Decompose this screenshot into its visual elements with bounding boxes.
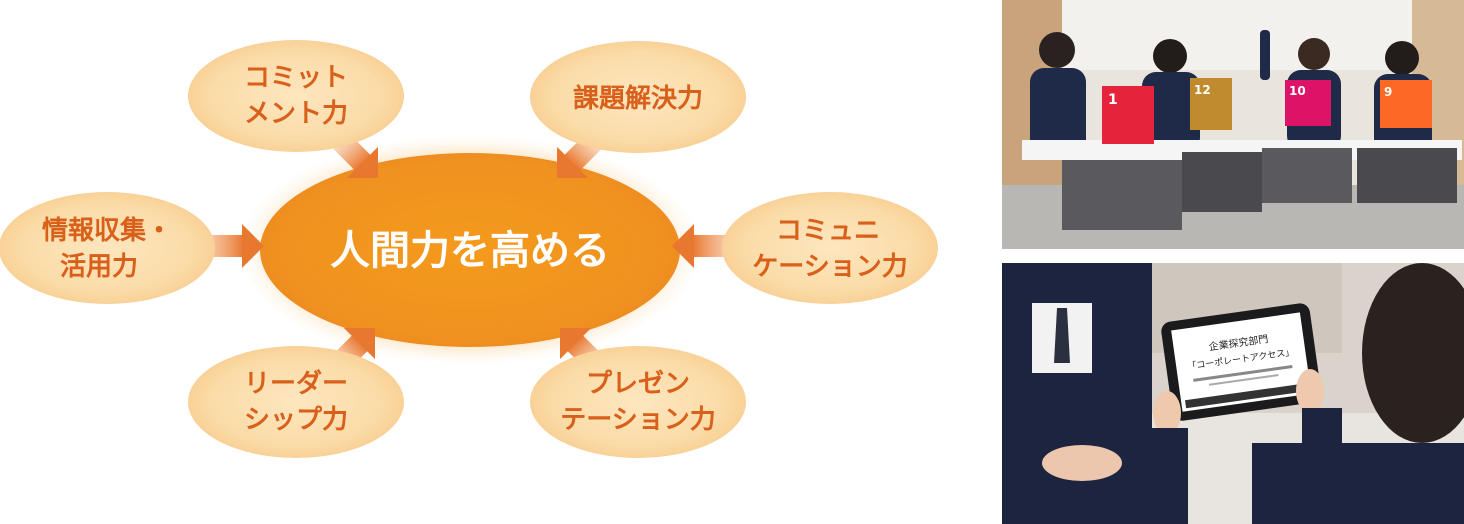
center-label: 人間力を高める: [330, 227, 610, 274]
svg-text:課題解決力: 課題解決力: [573, 83, 703, 114]
bubble-leadership: リーダー シップ力: [188, 346, 404, 458]
bubble-commitment: コミット メント力: [188, 40, 404, 152]
photo-students-sdg: 1 12 10 9: [1002, 0, 1464, 249]
svg-text:コミュニ: コミュニ: [776, 216, 880, 246]
sdg-card-12: 12: [1190, 78, 1232, 130]
svg-text:テーション力: テーション力: [560, 405, 715, 435]
svg-text:プレゼン: プレゼン: [586, 369, 690, 399]
svg-text:9: 9: [1384, 85, 1392, 99]
center-ellipse: [260, 153, 680, 347]
svg-text:シップ力: シップ力: [244, 405, 348, 435]
svg-text:12: 12: [1194, 83, 1211, 97]
sdg-card-10: 10: [1285, 80, 1331, 126]
bubble-information: 情報収集・ 活用力: [0, 192, 215, 304]
svg-text:10: 10: [1289, 84, 1306, 98]
svg-text:活用力: 活用力: [60, 252, 138, 282]
svg-text:情報収集・: 情報収集・: [42, 215, 172, 246]
bubble-problem-solving: 課題解決力: [530, 41, 746, 153]
svg-text:1: 1: [1108, 92, 1118, 108]
photo-student-tablet: 企業探究部門 「コーポレートアクセス」: [1002, 263, 1464, 524]
tablet: 企業探究部門 「コーポレートアクセス」: [1161, 303, 1322, 421]
svg-text:メント力: メント力: [244, 99, 348, 129]
svg-text:リーダー: リーダー: [244, 368, 348, 399]
svg-text:コミット: コミット: [244, 63, 348, 93]
skills-diagram: 人間力を高める コミット メント力 課題解決力 情報収集・ 活用力: [0, 40, 938, 458]
bubble-presentation: プレゼン テーション力: [530, 346, 746, 458]
sdg-card-9: 9: [1380, 80, 1432, 128]
svg-text:ケーション力: ケーション力: [752, 252, 907, 282]
sdg-card-1: 1: [1102, 86, 1154, 144]
bubble-communication: コミュニ ケーション力: [722, 192, 938, 304]
